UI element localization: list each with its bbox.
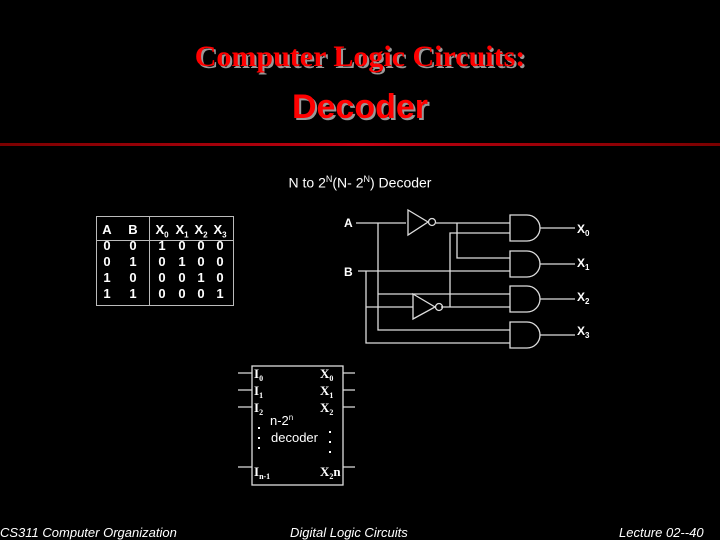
title-divider bbox=[0, 143, 720, 146]
and-gate-0 bbox=[509, 214, 541, 242]
table-cell: 1 bbox=[103, 270, 111, 285]
not-gate-b bbox=[412, 292, 444, 321]
table-header-line bbox=[97, 240, 233, 241]
input-label-a: A bbox=[344, 216, 353, 230]
table-header: X0 bbox=[155, 222, 169, 240]
diagram-caption: N to 2N(N- 2N) Decoder bbox=[288, 174, 432, 191]
block-output-0: X0 bbox=[320, 366, 333, 383]
output-label-x3: X3 bbox=[577, 324, 590, 340]
output-label-x1: X1 bbox=[577, 256, 590, 272]
output-label-x0: X0 bbox=[577, 222, 590, 238]
slide-title: Computer Logic Circuits: bbox=[194, 40, 526, 73]
block-input-n-1: In-1 bbox=[254, 464, 270, 481]
decoder-block: I0 I1 I2 In-1 X0 X1 X2 X2n n-2n decoder bbox=[238, 365, 355, 486]
table-header: X2 bbox=[194, 222, 208, 240]
table-cell: 0 bbox=[158, 254, 166, 269]
table-header: X1 bbox=[175, 222, 189, 240]
wires bbox=[356, 222, 575, 344]
block-output-2: X2 bbox=[320, 400, 333, 417]
table-cell: 0 bbox=[129, 270, 137, 285]
table-cell: 0 bbox=[178, 238, 186, 253]
ellipsis-dots bbox=[258, 427, 331, 453]
and-gate-1 bbox=[509, 250, 541, 278]
table-cell: 0 bbox=[197, 238, 205, 253]
input-label-b: B bbox=[344, 265, 353, 279]
table-divider bbox=[149, 217, 150, 305]
block-input-1: I1 bbox=[254, 383, 263, 400]
table-header: B bbox=[128, 222, 138, 237]
table-cell: 0 bbox=[158, 270, 166, 285]
not-gate-a bbox=[407, 208, 437, 237]
table-cell: 0 bbox=[178, 270, 186, 285]
table-cell: 0 bbox=[197, 254, 205, 269]
table-cell: 0 bbox=[178, 286, 186, 301]
table-cell: 1 bbox=[216, 286, 224, 301]
table-cell: 1 bbox=[197, 270, 205, 285]
table-cell: 0 bbox=[158, 286, 166, 301]
output-label-x2: X2 bbox=[577, 290, 590, 306]
table-cell: 0 bbox=[103, 254, 111, 269]
table-cell: 1 bbox=[129, 286, 137, 301]
footer-lecture: Lecture 02--40 bbox=[619, 525, 704, 540]
table-cell: 1 bbox=[103, 286, 111, 301]
table-header: X3 bbox=[213, 222, 227, 240]
table-cell: 0 bbox=[216, 238, 224, 253]
footer-topic: Digital Logic Circuits bbox=[290, 525, 408, 540]
table-cell: 0 bbox=[197, 286, 205, 301]
table-cell: 1 bbox=[158, 238, 166, 253]
table-cell: 0 bbox=[103, 238, 111, 253]
slide-heading: Decoder bbox=[291, 88, 429, 126]
block-output-1: X1 bbox=[320, 383, 333, 400]
table-header: A bbox=[102, 222, 112, 237]
table-cell: 0 bbox=[216, 254, 224, 269]
table-cell: 0 bbox=[216, 270, 224, 285]
footer-course: CS311 Computer Organization bbox=[0, 525, 177, 540]
block-output-2n: X2n bbox=[320, 464, 341, 481]
block-name-2: decoder bbox=[271, 430, 319, 445]
block-input-2: I2 bbox=[254, 400, 263, 417]
table-cell: 1 bbox=[178, 254, 186, 269]
and-gate-3 bbox=[509, 321, 541, 349]
table-cell: 0 bbox=[129, 238, 137, 253]
block-name: n-2n bbox=[270, 413, 293, 428]
and-gate-2 bbox=[509, 285, 541, 313]
block-input-0: I0 bbox=[254, 366, 263, 383]
table-cell: 1 bbox=[129, 254, 137, 269]
